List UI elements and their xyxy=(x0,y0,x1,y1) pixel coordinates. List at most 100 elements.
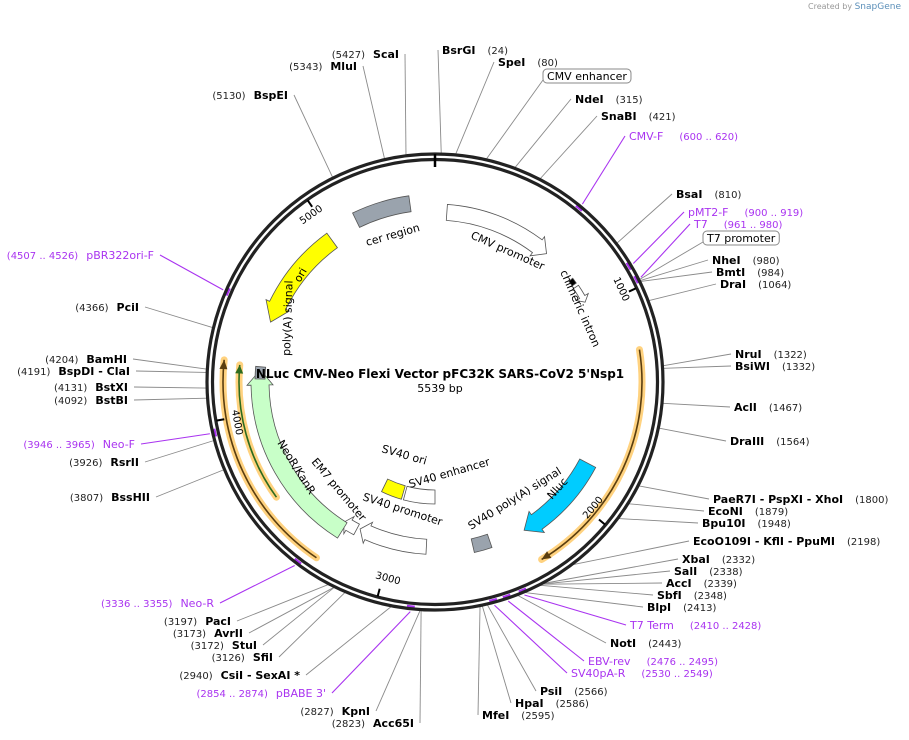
sv40-enhancer-arrow[interactable] xyxy=(402,485,436,505)
nluc-arrow[interactable] xyxy=(523,458,597,533)
label-sv40-ori[interactable]: SV40 ori xyxy=(380,442,428,467)
site-neo-f[interactable]: (3946 .. 3965)Neo-F xyxy=(23,438,135,451)
site-kpni[interactable]: (2827)KpnI xyxy=(300,705,370,718)
site-name: BsaI xyxy=(676,188,702,201)
site-t7-promoter[interactable]: T7 promoter xyxy=(702,230,780,246)
site-bsshii[interactable]: (3807)BssHII xyxy=(70,491,150,504)
orf-arc[interactable] xyxy=(541,349,643,561)
leader-line xyxy=(524,594,627,626)
site-acc65i[interactable]: (2823)Acc65I xyxy=(332,717,414,730)
site-pcii[interactable]: (4366)PciI xyxy=(75,301,139,314)
site-paer7i-pspxi-xhoi[interactable]: PaeR7I - PspXI - XhoI(1800) xyxy=(713,493,889,506)
site-text: SV40pA-R(2530 .. 2549) xyxy=(571,667,713,680)
site-sfii[interactable]: (3126)SfiI xyxy=(212,651,273,664)
leader-line xyxy=(236,584,329,622)
site-econi[interactable]: EcoNI(1879) xyxy=(708,505,788,518)
cer-region-box[interactable] xyxy=(352,195,412,228)
site-bstxi[interactable]: (4131)BstXI xyxy=(54,381,128,394)
site-spei[interactable]: SpeI(80) xyxy=(498,56,558,69)
sv40-promoter-arrow[interactable] xyxy=(359,521,428,555)
site-sali[interactable]: SalI(2338) xyxy=(674,565,743,578)
chimeric-intron-bar[interactable] xyxy=(568,277,577,287)
site-scai[interactable]: (5427)ScaI xyxy=(332,48,399,61)
site-ebv-rev[interactable]: EBV-rev(2476 .. 2495) xyxy=(588,655,718,668)
site-name: SpeI xyxy=(498,56,525,69)
site-position: (1322) xyxy=(774,350,807,361)
site-psii[interactable]: PsiI(2566) xyxy=(540,685,608,698)
site-bmti[interactable]: BmtI(984) xyxy=(716,266,784,279)
sv40-polya-box[interactable] xyxy=(470,533,493,553)
site-bamhi[interactable]: (4204)BamHI xyxy=(45,353,127,366)
site-t7-term[interactable]: T7 Term(2410 .. 2428) xyxy=(629,619,761,632)
site-blpi[interactable]: BlpI(2413) xyxy=(647,601,716,614)
site-bsiwi[interactable]: BsiWI(1332) xyxy=(735,360,815,373)
site-pmt2-f[interactable]: pMT2-F(900 .. 919) xyxy=(688,206,803,219)
site-name: BlpI xyxy=(647,601,671,614)
site-sv40pa-r[interactable]: SV40pA-R(2530 .. 2549) xyxy=(571,667,713,680)
site-pbabe-3-[interactable]: (2854 .. 2874)pBABE 3' xyxy=(197,687,327,700)
site-neo-r[interactable]: (3336 .. 3355)Neo-R xyxy=(101,597,214,610)
ori-arrow[interactable] xyxy=(265,232,338,323)
site-acci[interactable]: AccI(2339) xyxy=(666,577,737,590)
site-stui[interactable]: (3172)StuI xyxy=(191,639,257,652)
site-bspei[interactable]: (5130)BspEI xyxy=(212,89,288,102)
neor-arrow[interactable] xyxy=(246,369,348,539)
site-name: NheI xyxy=(712,254,741,267)
sv40-ori-box[interactable] xyxy=(380,478,406,500)
site-paci[interactable]: (3197)PacI xyxy=(164,615,231,628)
site-bpu10i[interactable]: Bpu10I(1948) xyxy=(702,517,791,530)
site-cmv-f[interactable]: CMV-F(600 .. 620) xyxy=(629,130,738,143)
neor-highlight-arc[interactable] xyxy=(222,359,317,559)
site-position: (3126) xyxy=(212,653,245,664)
leader-line xyxy=(481,605,512,704)
site-csii-sexai-[interactable]: (2940)CsiI - SexAI * xyxy=(179,669,300,682)
site-position: (1948) xyxy=(758,519,791,530)
chimeric-intron-arrow[interactable] xyxy=(572,284,590,303)
em7-promoter-arrow[interactable] xyxy=(343,515,360,536)
site-pbr322ori-f[interactable]: (4507 .. 4526)pBR322ori-F xyxy=(7,249,154,262)
site-nrui[interactable]: NruI(1322) xyxy=(735,348,807,361)
cmv-promoter-arrow[interactable] xyxy=(445,204,547,257)
site-snabi[interactable]: SnaBI(421) xyxy=(601,110,676,123)
site-text: (5130)BspEI xyxy=(212,89,288,102)
site-rsrii[interactable]: (3926)RsrII xyxy=(69,456,139,469)
site-mfei[interactable]: MfeI(2595) xyxy=(482,709,555,722)
label-chimeric-intron[interactable]: chimeric intron xyxy=(557,268,603,349)
site-noti[interactable]: NotI(2443) xyxy=(610,637,681,650)
site-xbai[interactable]: XbaI(2332) xyxy=(682,553,755,566)
site-bsai[interactable]: BsaI(810) xyxy=(676,188,741,201)
site-sbfi[interactable]: SbfI(2348) xyxy=(657,589,727,602)
site-acli[interactable]: AclI(1467) xyxy=(734,401,802,414)
site-text: BsiWI(1332) xyxy=(735,360,815,373)
site-text: EcoO109I - KflI - PpuMI(2198) xyxy=(693,535,880,548)
site-draiii[interactable]: DraIII(1564) xyxy=(730,435,810,448)
label-cer-region[interactable]: cer region xyxy=(364,221,421,249)
site-hpai[interactable]: HpaI(2586) xyxy=(515,697,589,710)
site-t7[interactable]: T7(961 .. 980) xyxy=(693,218,783,231)
leader-line xyxy=(155,469,224,498)
site-name: BstXI xyxy=(95,381,128,394)
label-polya-signal[interactable]: poly(A) signal xyxy=(280,280,296,356)
polya-box[interactable] xyxy=(254,365,267,380)
site-position: (421) xyxy=(649,112,676,123)
leader-line xyxy=(494,604,568,674)
orf-arc-arrowhead xyxy=(541,551,552,560)
label-ori[interactable]: ori xyxy=(291,266,309,285)
site-bspdi-clai[interactable]: (4191)BspDI - ClaI xyxy=(17,365,130,378)
site-ndei[interactable]: NdeI(315) xyxy=(575,93,643,106)
primer-mark xyxy=(575,204,584,212)
site-name: AccI xyxy=(666,577,692,590)
site-mlui[interactable]: (5343)MluI xyxy=(289,60,357,73)
site-bsrgi[interactable]: BsrGI(24) xyxy=(442,44,508,57)
site-name: SbfI xyxy=(657,589,682,602)
site-avrii[interactable]: (3173)AvrII xyxy=(173,627,243,640)
site-nhei[interactable]: NheI(980) xyxy=(712,254,780,267)
site-drai[interactable]: DraI(1064) xyxy=(720,278,791,291)
site-text: NruI(1322) xyxy=(735,348,807,361)
site-bstbi[interactable]: (4092)BstBI xyxy=(54,394,128,407)
site-ecoo109i-kfli-ppumi[interactable]: EcoO109I - KflI - PpuMI(2198) xyxy=(693,535,880,548)
site-cmv-enhancer[interactable]: CMV enhancer xyxy=(542,68,632,84)
site-position: (1332) xyxy=(782,362,815,373)
neor-orf-arc[interactable] xyxy=(238,364,278,498)
primer-mark xyxy=(224,287,231,297)
